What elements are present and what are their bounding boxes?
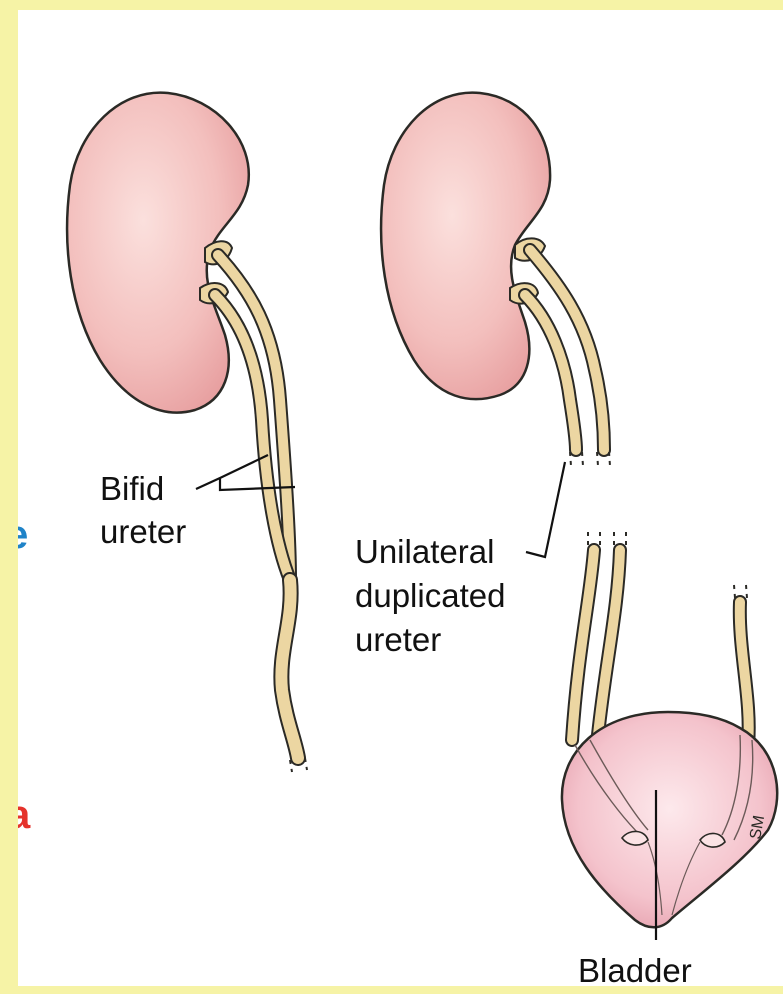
- left-kidney-bifid-group: [67, 93, 307, 772]
- unilateral-leader-line: [526, 462, 565, 557]
- unilateral-label-line3: ureter: [355, 621, 441, 658]
- artist-signature: SM: [747, 814, 768, 841]
- unilateral-label-line2: duplicated: [355, 577, 505, 614]
- bladder-group: [562, 712, 777, 927]
- unilateral-label-line1: Unilateral: [355, 533, 494, 570]
- bladder-label: Bladder: [578, 952, 692, 989]
- bladder: [562, 712, 777, 927]
- bifid-label-line2: ureter: [100, 513, 186, 550]
- bifid-label-line1: Bifid: [100, 470, 164, 507]
